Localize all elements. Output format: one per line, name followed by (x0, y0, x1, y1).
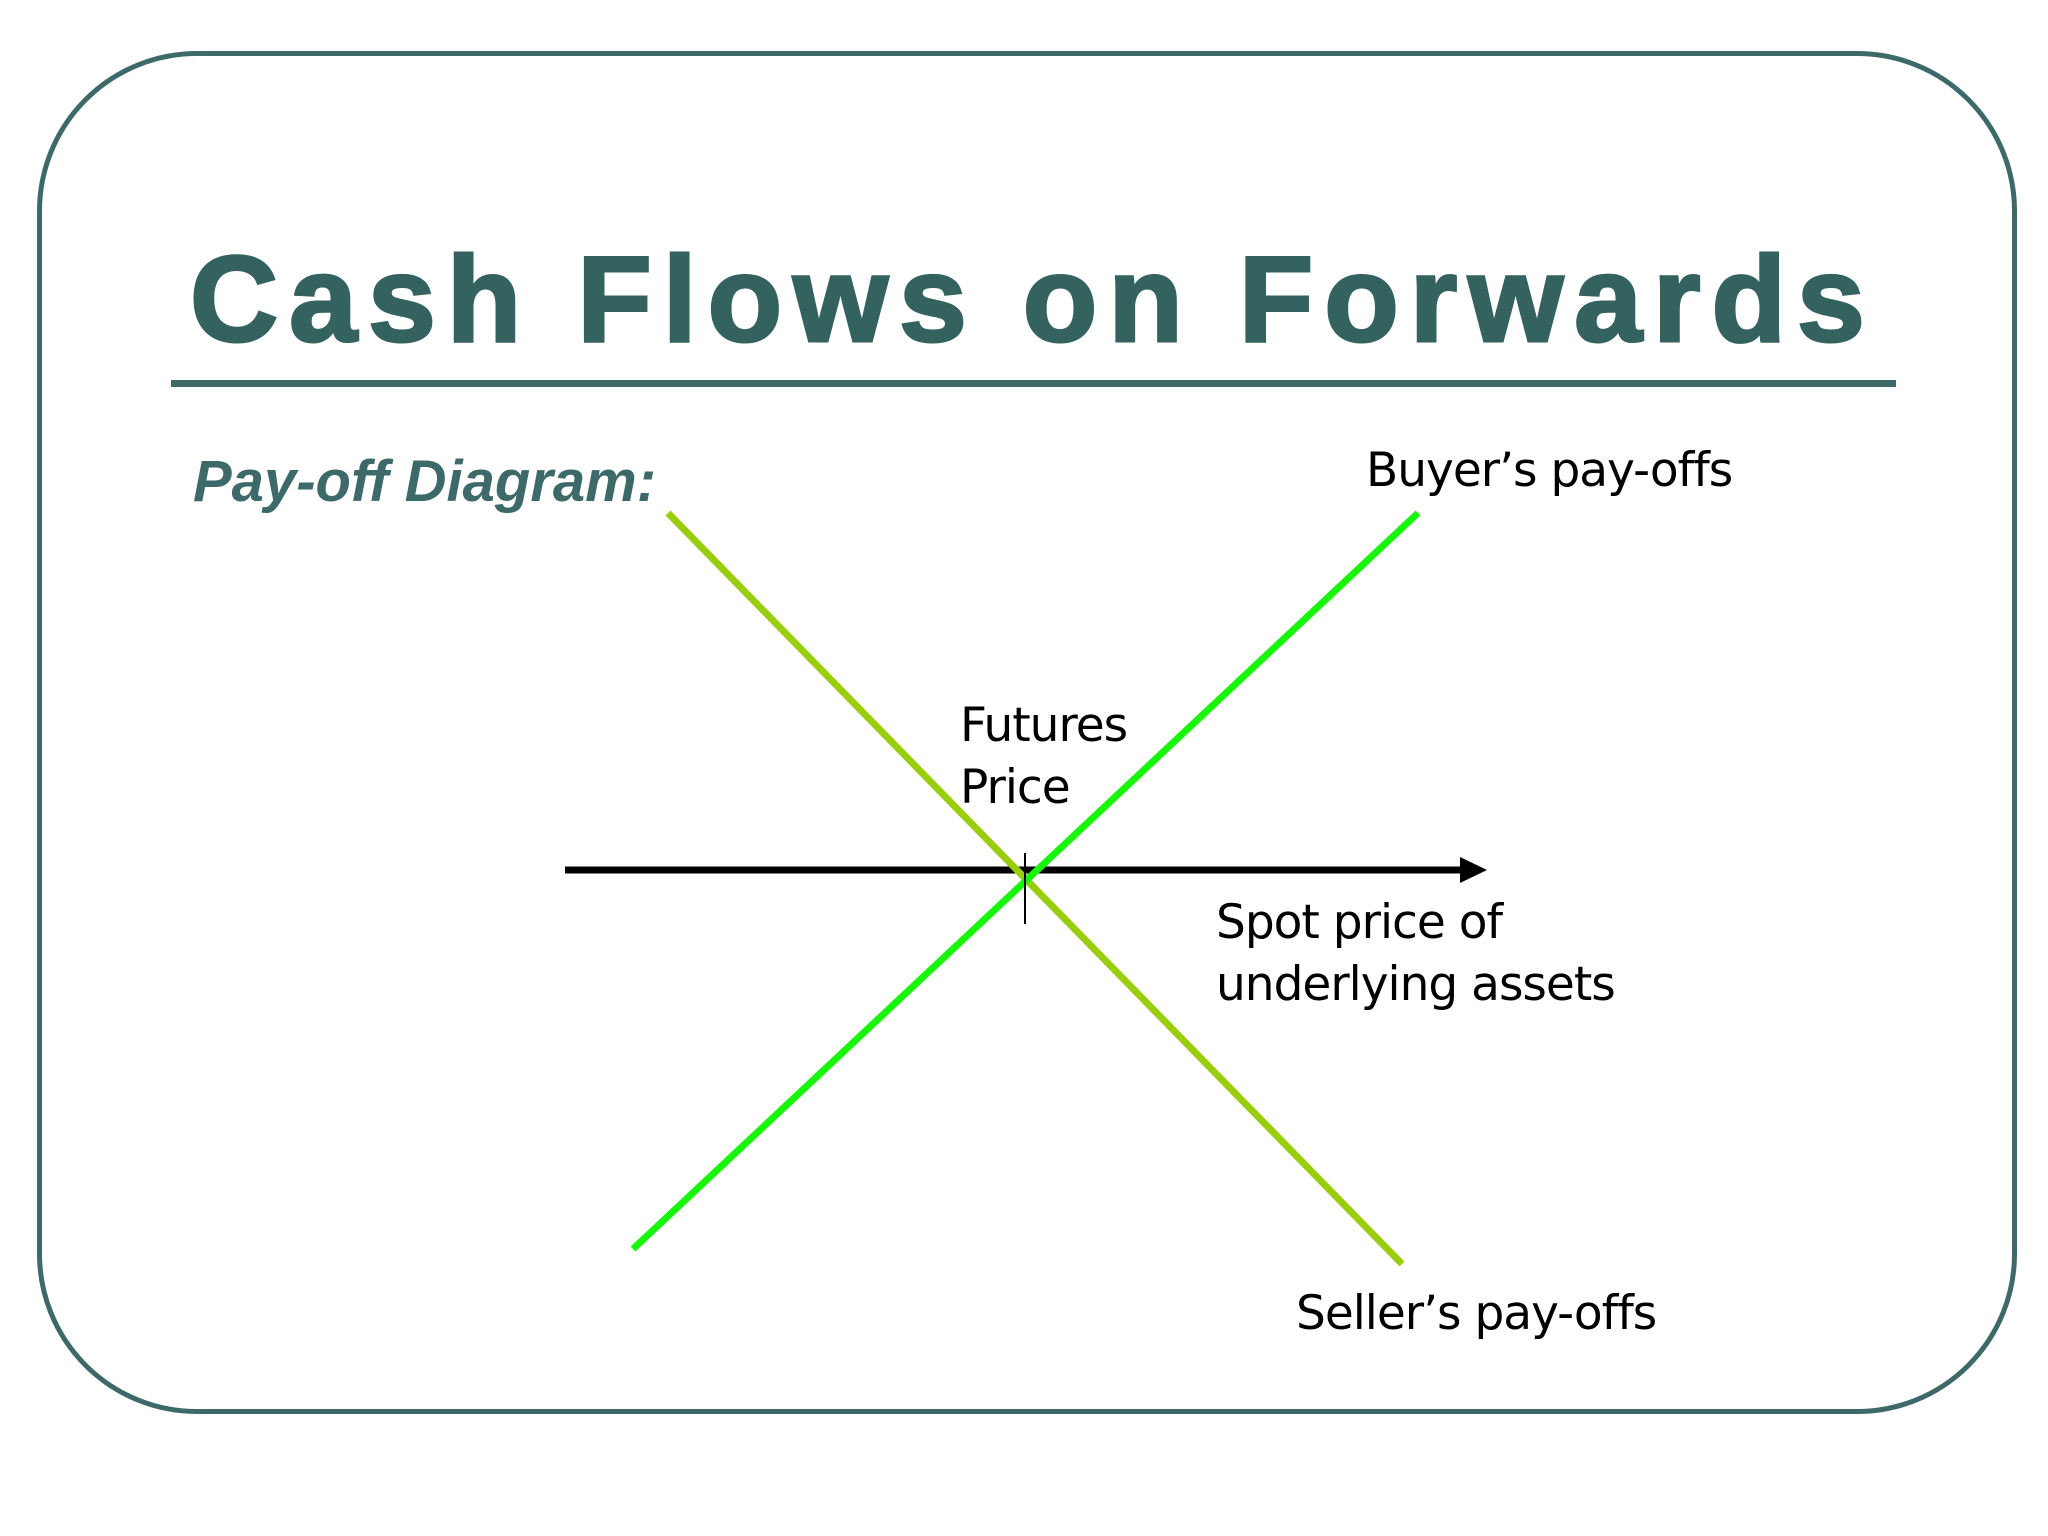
slide-title: Cash Flows on Forwards (189, 231, 1876, 367)
spot-price-axis-label: Spot price of underlying assets (1216, 892, 1616, 1016)
spot-price-axis-label-line2: underlying assets (1216, 957, 1616, 1012)
slide-frame (37, 51, 2017, 1414)
buyer-payoffs-label: Buyer’s pay-offs (1366, 443, 1733, 498)
title-underline (171, 380, 1896, 387)
futures-price-label: Futures Price (960, 695, 1128, 819)
seller-payoff-line (665, 510, 1405, 1267)
futures-price-label-line1: Futures (960, 698, 1128, 753)
diagram-subtitle: Pay-off Diagram: (193, 449, 657, 514)
spot-price-axis-label-line1: Spot price of (1216, 895, 1503, 950)
axis-arrowhead (1460, 857, 1487, 883)
seller-payoffs-label: Seller’s pay-offs (1296, 1286, 1657, 1341)
futures-price-label-line2: Price (960, 760, 1071, 815)
